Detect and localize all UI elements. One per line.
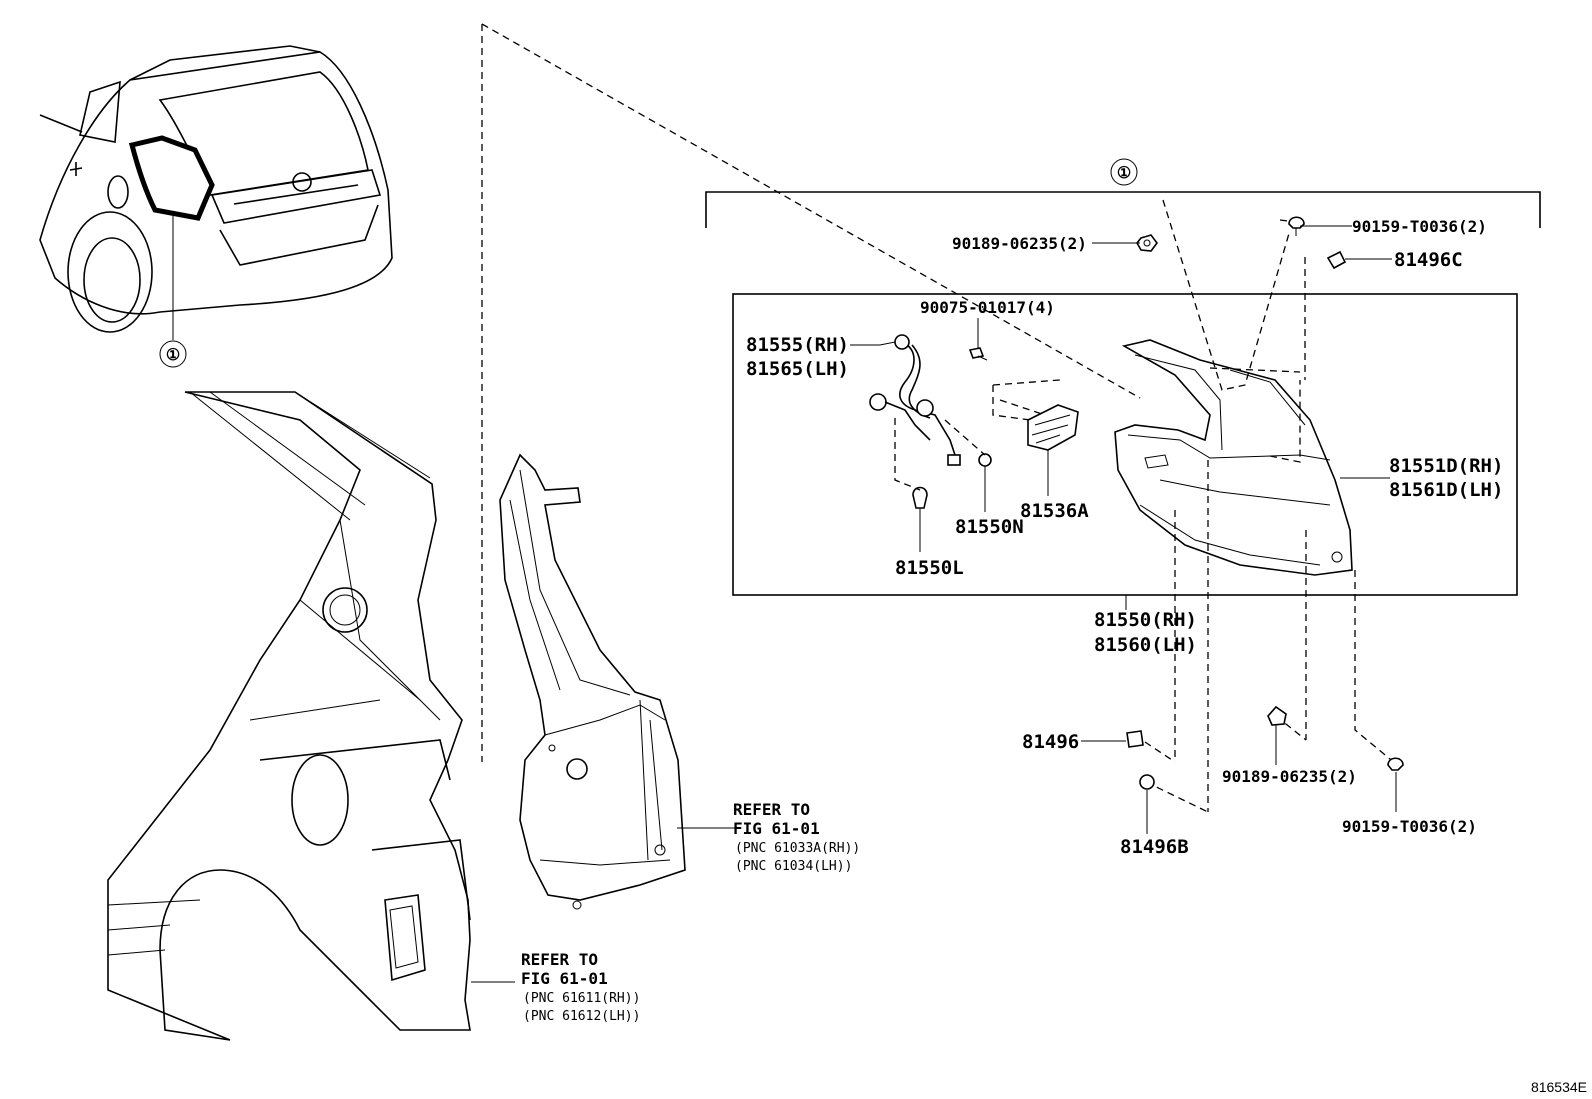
label-lens-rh: 81551D(RH) [1389,455,1503,477]
label-nut-top: 90189-06235(2) [952,234,1087,253]
rear-lamp-assembly [1114,339,1353,576]
ref-lower-pnc-lh: (PNC 61612(LH)) [523,1009,640,1024]
label-clip: 81496 [1022,731,1079,753]
ref-lower-refer: REFER TO [521,950,598,969]
fasteners [968,216,1404,790]
assembly-bracket [705,191,1541,228]
ref-upper-fig: FIG 61-01 [733,819,820,838]
projection-line [481,23,1141,399]
label-bulb-l: 81550L [895,557,964,579]
label-lamp-rh: 81550(RH) [1094,609,1197,631]
label-socket-rh: 81555(RH) [746,334,849,356]
label-bulb-n: 81550N [955,516,1024,538]
label-screw-4: 90075-01017(4) [920,298,1055,317]
label-clip-b: 81496B [1120,836,1189,858]
ref-lower-fig: FIG 61-01 [521,969,608,988]
label-clip-c: 81496C [1394,249,1463,271]
inner-panel-illustration [499,453,686,910]
ref-upper-pnc-rh: (PNC 61033A(RH)) [735,841,860,856]
reflector-part [992,379,1079,451]
callout-1-bracket: ① [1117,163,1131,182]
label-nut-bottom: 90189-06235(2) [1222,767,1357,786]
socket-and-wire [869,334,992,509]
label-socket-lh: 81565(LH) [746,358,849,380]
label-lens-lh: 81561D(LH) [1389,479,1503,501]
label-screw-top: 90159-T0036(2) [1352,217,1487,236]
label-screw-bottom: 90159-T0036(2) [1342,817,1477,836]
ref-lower-pnc-rh: (PNC 61611(RH)) [523,991,640,1006]
label-lamp-lh: 81560(LH) [1094,634,1197,656]
leader-lines [850,225,1397,834]
diagram-id: 816534E [1531,1079,1587,1095]
ref-upper-pnc-lh: (PNC 61034(LH)) [735,859,852,874]
quarter-panel-illustration [107,391,471,1041]
label-reflector: 81536A [1020,500,1089,522]
car-rear-illustration [39,45,393,368]
ref-upper-refer: REFER TO [733,800,810,819]
callout-1-car: ① [166,345,180,364]
lamp-subassembly-box [732,293,1518,596]
